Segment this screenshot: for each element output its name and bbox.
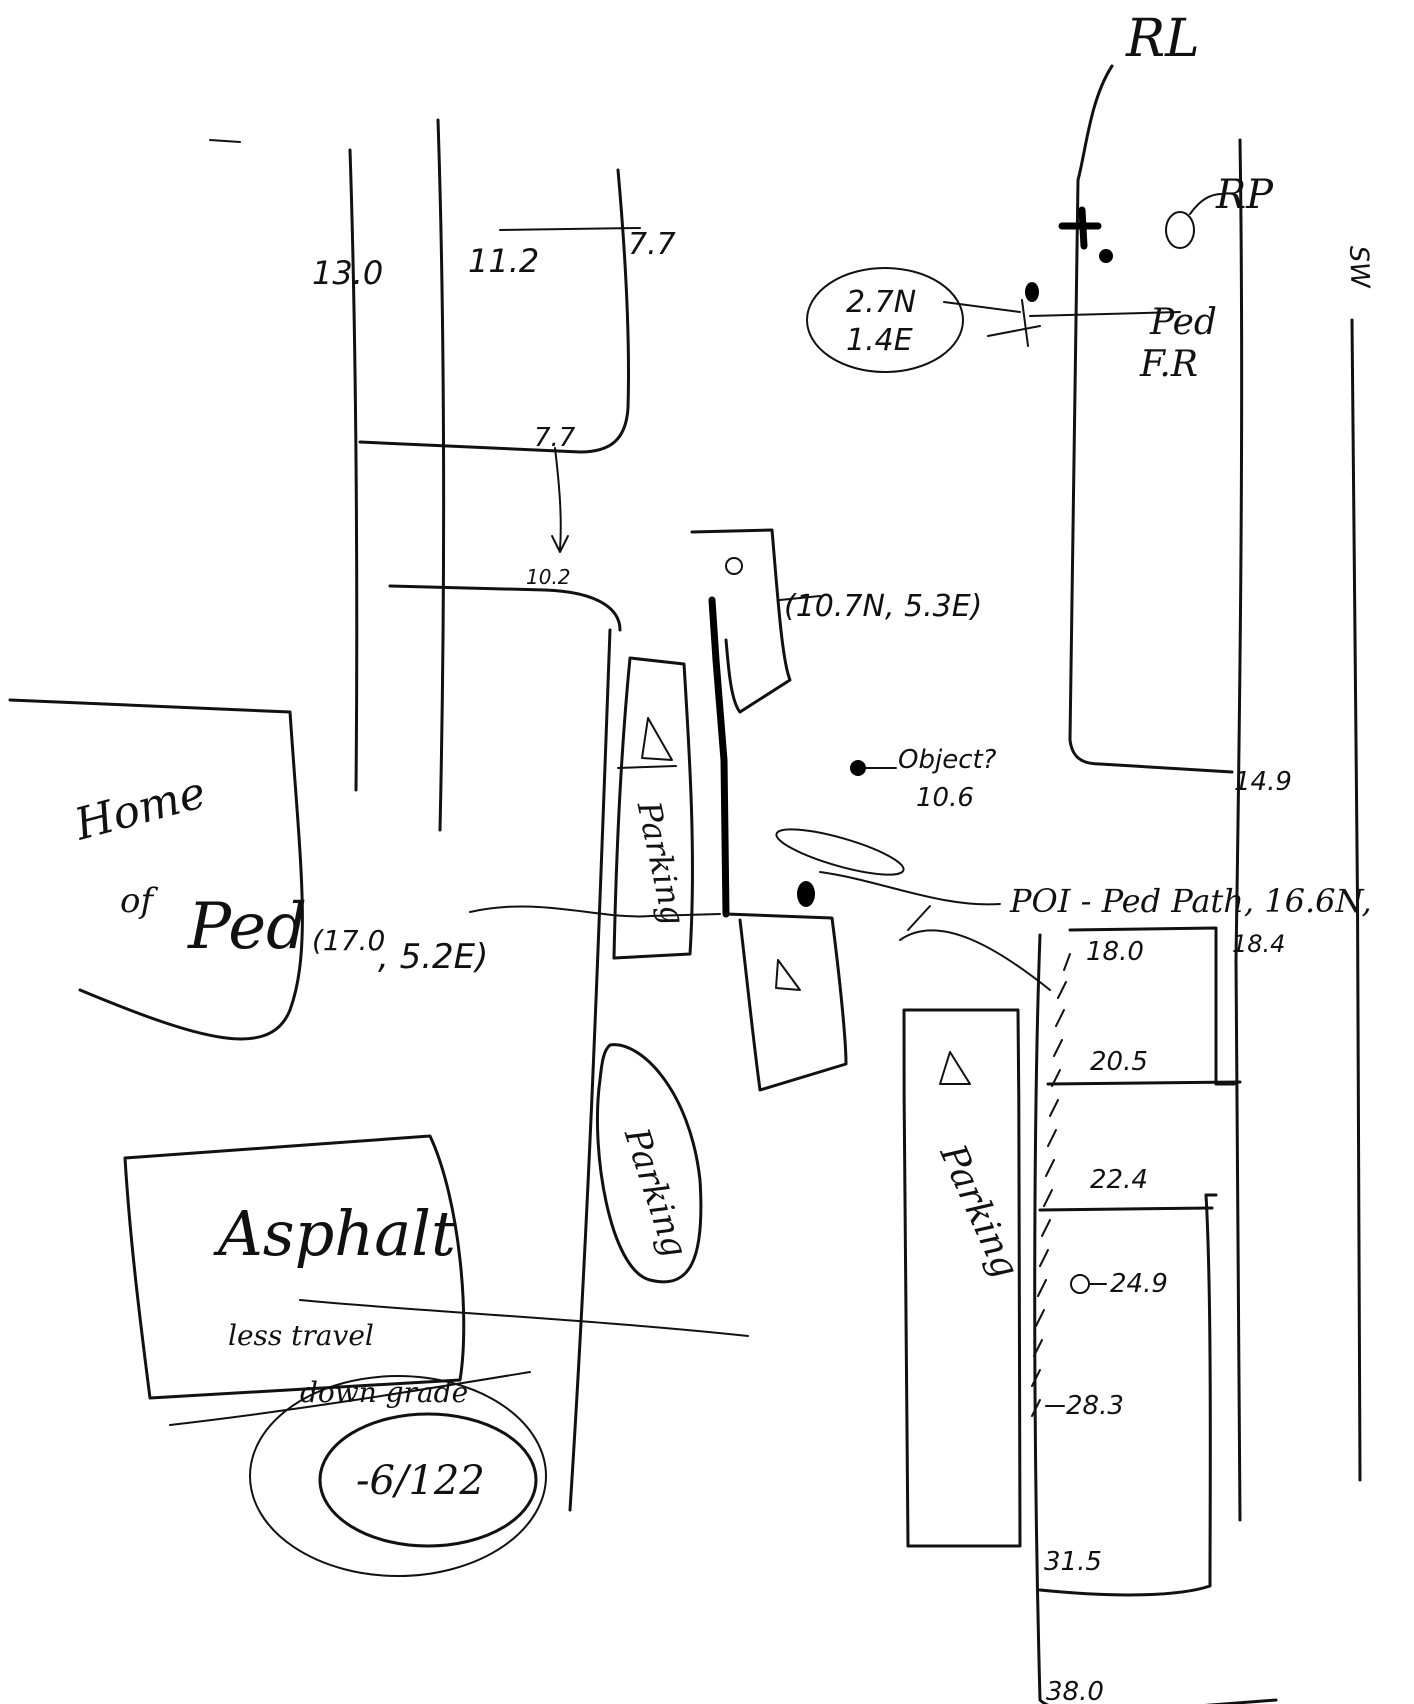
left-road-lines <box>209 118 641 1512</box>
home-coords-b: , 5.2E) <box>378 937 488 977</box>
measurement-14-9: 14.9 <box>1234 767 1292 797</box>
ped-fr-label-1: Ped <box>1149 302 1217 343</box>
measurement-20-5: 20.5 <box>1090 1047 1148 1077</box>
asphalt-label: Asphalt <box>213 1197 456 1270</box>
vehicle-coords: (10.7N, 5.3E) <box>784 589 982 624</box>
rl-label: RL <box>1125 9 1200 69</box>
poi-dot <box>797 881 815 907</box>
parking-label-lower-island: Parking <box>616 1122 695 1262</box>
measurement-13-0: 13.0 <box>312 254 383 292</box>
measurement-38-0: 38.0 <box>1046 1677 1104 1704</box>
sidewalk-label: SW <box>1343 245 1375 290</box>
right-road-edge: 14.9 18.0 18.4 20.5 22.4 24.9 28.3 31.5 … <box>1031 64 1362 1704</box>
ped-coords-n: 2.7N <box>846 285 916 320</box>
measurement-7-7-mid: 7.7 <box>534 423 576 453</box>
measurement-7-7-top: 7.7 <box>628 227 676 262</box>
less-travel-label: less travel <box>228 1319 374 1352</box>
left-parking-islands: Parking Parking <box>595 656 703 1284</box>
left-measurements: 13.0 11.2 7.7 7.7 10.2 <box>312 227 676 589</box>
measurement-22-4: 22.4 <box>1090 1165 1148 1195</box>
poi-label: POI - Ped Path, 16.6N, <box>1009 882 1372 920</box>
home-coords-a: (17.0 <box>312 924 385 957</box>
parking-label-right: Parking <box>931 1138 1026 1284</box>
ped-fr-label-2: F.R <box>1139 344 1198 385</box>
down-grade-label: down grade <box>300 1376 468 1409</box>
object-dot <box>850 760 866 776</box>
grade-value: -6/122 <box>356 1458 485 1504</box>
measurement-31-5: 31.5 <box>1044 1547 1102 1577</box>
measurement-10-2: 10.2 <box>526 565 571 589</box>
home-of-label: of <box>120 881 158 921</box>
rp-label: RP <box>1215 172 1274 218</box>
parking-label-left-island: Parking <box>629 797 692 928</box>
object-value: 10.6 <box>916 783 974 813</box>
asphalt-block: Asphalt less travel down grade -6/122 <box>123 1134 749 1577</box>
measurement-18-0: 18.0 <box>1086 937 1144 967</box>
right-parking-island: Parking <box>902 1008 1026 1548</box>
object-label: Object? <box>898 745 997 775</box>
vehicle-path: (10.7N, 5.3E) <box>690 528 982 1092</box>
ped-home-label: Ped <box>187 890 307 964</box>
object-and-poi: Object? 10.6 POI - Ped Path, 16.6N, <box>775 745 1372 991</box>
measurement-18-4: 18.4 <box>1232 930 1285 958</box>
home-label: Home <box>69 767 211 851</box>
reference-area: RL RP 2.7N 1.4E Ped F.R SW <box>806 9 1375 385</box>
measurement-28-3: 28.3 <box>1066 1391 1124 1421</box>
home-of-ped-block: Home of Ped (17.0 , 5.2E) <box>8 698 721 1041</box>
measurement-11-2: 11.2 <box>468 242 539 280</box>
ped-coords-e: 1.4E <box>846 323 913 358</box>
measurement-24-9: 24.9 <box>1110 1269 1168 1299</box>
